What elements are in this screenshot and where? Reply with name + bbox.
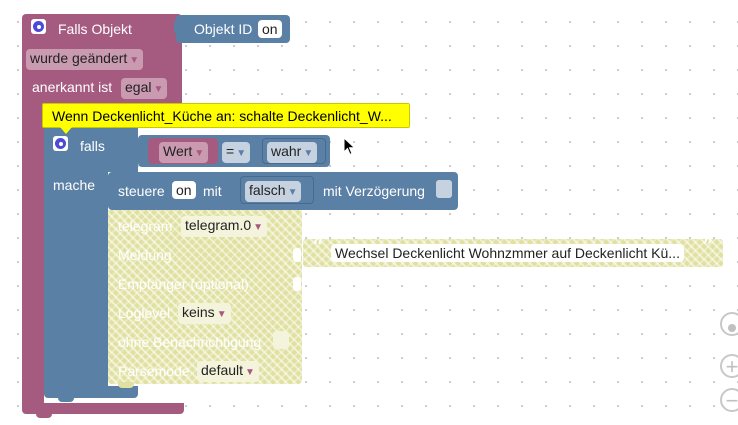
control-object-value[interactable]: on bbox=[172, 181, 196, 199]
chevron-down-icon: ▼ bbox=[245, 367, 255, 378]
if-block-nub bbox=[58, 396, 74, 402]
ack-dropdown[interactable]: egal▼ bbox=[121, 78, 168, 99]
ack-dropdown-label: egal bbox=[125, 79, 152, 95]
event-block-bottom bbox=[22, 403, 184, 414]
chevron-down-icon: ▼ bbox=[216, 309, 227, 320]
compare-right-label: wahr bbox=[271, 143, 302, 159]
chevron-down-icon: ▼ bbox=[303, 148, 314, 159]
message-text[interactable]: Wechsel Deckenlicht Wohnzmmer auf Decken… bbox=[331, 244, 684, 262]
silent-checkbox[interactable] bbox=[273, 331, 289, 349]
compare-operator-dropdown[interactable]: =▼ bbox=[222, 142, 251, 163]
chevron-down-icon: ▼ bbox=[153, 84, 164, 95]
recipient-label: Empfänger (optional) bbox=[118, 276, 249, 292]
loglevel-label: Loglevel bbox=[118, 305, 171, 321]
message-label: Meldung bbox=[118, 247, 172, 263]
ack-label: anerkannt ist bbox=[32, 79, 113, 95]
compare-operator-label: = bbox=[226, 143, 235, 159]
telegram-block[interactable] bbox=[108, 210, 302, 384]
chevron-down-icon: ▼ bbox=[253, 222, 264, 233]
object-id-label: Objekt ID bbox=[194, 21, 253, 37]
gear-icon[interactable] bbox=[53, 136, 68, 151]
control-label: steuere bbox=[118, 183, 165, 199]
delay-label: mit Verzögerung bbox=[323, 183, 425, 199]
loglevel-value: keins bbox=[182, 304, 215, 320]
telegram-instance-dropdown[interactable]: telegram.0▼ bbox=[181, 216, 268, 237]
comment-text: Wenn Deckenlicht_Küche an: schalte Decke… bbox=[52, 108, 392, 124]
chevron-down-icon: ▼ bbox=[236, 148, 247, 159]
comment-pointer bbox=[60, 127, 72, 134]
control-value-label: falsch bbox=[249, 182, 286, 198]
telegram-instance-label: telegram.0 bbox=[185, 217, 252, 233]
silent-label: ohne Benachrichtigung bbox=[118, 334, 262, 350]
mouse-cursor-icon bbox=[343, 137, 356, 156]
event-block[interactable] bbox=[22, 14, 184, 418]
chevron-down-icon: ▼ bbox=[129, 55, 140, 66]
quote-close-icon: ” bbox=[702, 236, 714, 261]
if-block-left-bar bbox=[44, 170, 108, 390]
trigger-dropdown-label: wurde geändert bbox=[30, 50, 128, 66]
compare-connector bbox=[135, 141, 141, 155]
control-value-dropdown[interactable]: falsch▼ bbox=[245, 181, 302, 202]
object-id-value[interactable]: on bbox=[258, 20, 282, 38]
zoom-in-icon[interactable]: + bbox=[720, 354, 738, 378]
zoom-reset-icon[interactable] bbox=[720, 312, 738, 336]
compare-left-label: Wert bbox=[163, 143, 193, 159]
message-input-connector bbox=[293, 248, 301, 262]
recipient-input-connector[interactable] bbox=[293, 277, 301, 291]
gear-icon[interactable] bbox=[31, 19, 46, 34]
loglevel-dropdown[interactable]: keins▼ bbox=[178, 303, 231, 324]
delay-checkbox[interactable] bbox=[436, 180, 452, 198]
chevron-down-icon: ▼ bbox=[287, 187, 298, 198]
trigger-dropdown[interactable]: wurde geändert▼ bbox=[26, 49, 144, 70]
if-label: falls bbox=[80, 138, 105, 154]
object-id-connector bbox=[174, 20, 180, 34]
compare-left-dropdown[interactable]: Wert▼ bbox=[159, 142, 209, 163]
telegram-label: telegram bbox=[118, 218, 173, 234]
event-block-nub bbox=[36, 412, 52, 418]
event-block-left-bar bbox=[22, 102, 44, 404]
do-label: mache bbox=[53, 177, 96, 193]
control-with-label: mit bbox=[203, 183, 222, 199]
event-block-title: Falls Objekt bbox=[58, 21, 132, 37]
zoom-out-icon[interactable]: − bbox=[720, 388, 738, 412]
parsemode-dropdown[interactable]: default▼ bbox=[197, 361, 259, 382]
if-block-bottom bbox=[44, 386, 138, 398]
parsemode-value: default bbox=[201, 362, 244, 378]
comment-bubble[interactable] bbox=[42, 103, 410, 128]
compare-right-dropdown[interactable]: wahr▼ bbox=[267, 142, 318, 163]
telegram-bottom-notch bbox=[118, 382, 134, 388]
chevron-down-icon: ▼ bbox=[194, 148, 205, 159]
parsemode-label: Parsemode bbox=[118, 363, 190, 379]
quote-open-icon: “ bbox=[312, 236, 324, 261]
